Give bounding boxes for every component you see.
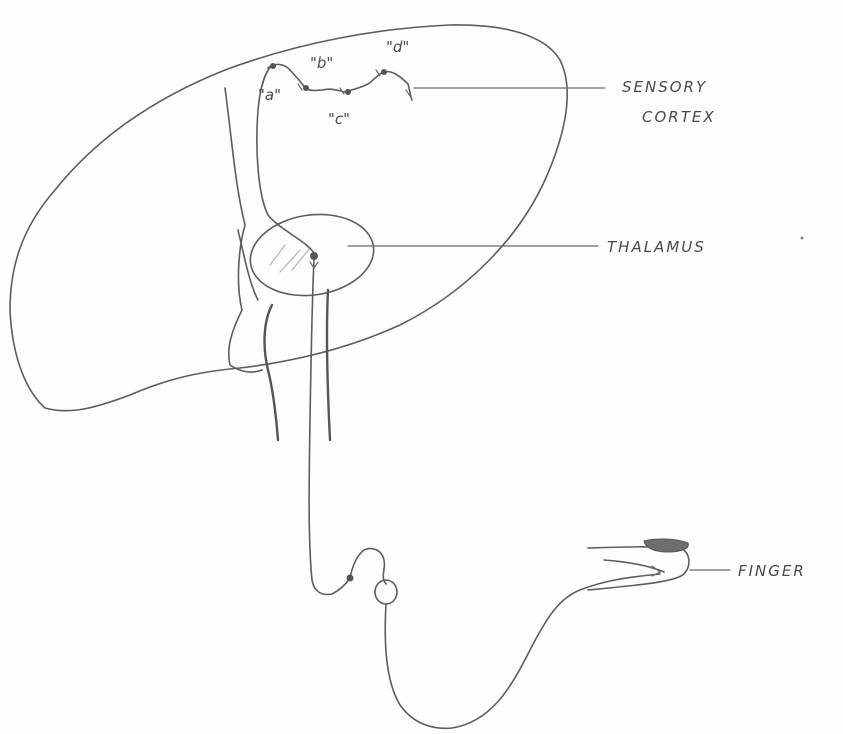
label-neuron-c: "c" (328, 110, 350, 128)
brain-outline (10, 25, 567, 411)
thalamus-shading (270, 245, 310, 272)
label-neuron-a: "a" (258, 86, 281, 104)
spinal-cord-right (327, 290, 330, 440)
label-sensory: SENSORY (622, 78, 707, 96)
cortex-neuron-b (303, 85, 309, 91)
label-neuron-d: "d" (386, 38, 409, 56)
label-neuron-b: "b" (310, 54, 333, 72)
ganglion-neuron-body (347, 575, 354, 582)
finger-inner-line (604, 560, 664, 572)
label-cortex: CORTEX (642, 108, 716, 126)
brainstem-inner-edge (238, 230, 258, 300)
fingernail (644, 539, 688, 552)
spinal-ganglion-loop (350, 548, 386, 584)
peripheral-nerve (385, 574, 660, 728)
label-thalamus: THALAMUS (607, 238, 706, 256)
cortex-neuron-c (345, 89, 351, 95)
cortex-neuron-chain (268, 64, 412, 100)
finger-outline (588, 547, 689, 590)
label-finger: FINGER (738, 562, 806, 580)
cortex-neuron-d (381, 69, 387, 75)
thalamus-neuron-body (310, 252, 318, 260)
cortex-neuron-a (270, 63, 276, 69)
stray-dot (801, 237, 804, 240)
spinal-cord-left (265, 305, 278, 440)
